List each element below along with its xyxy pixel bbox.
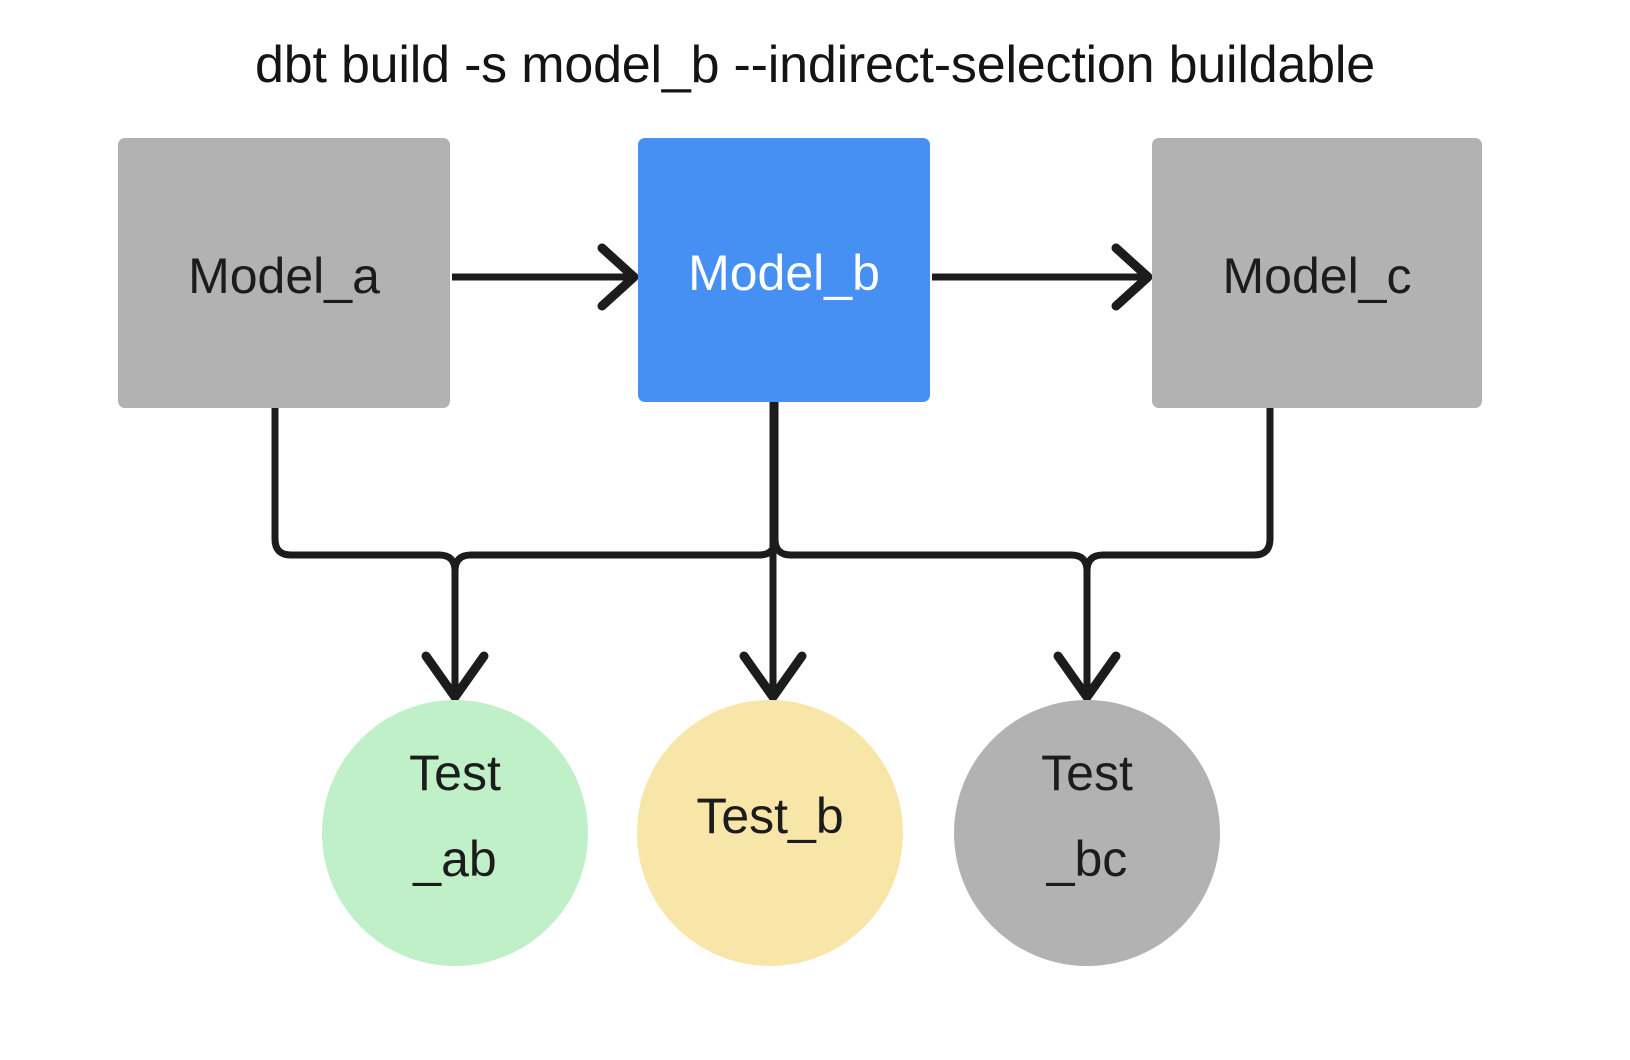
node-test-bc-label-line1: Test xyxy=(1041,745,1133,801)
arrowhead-to-test-ab xyxy=(421,651,489,702)
model-nodes-layer: Model_a Model_b Model_c xyxy=(118,138,1482,408)
node-test-ab-shape[interactable] xyxy=(322,700,588,966)
edge-model-a-to-test-ab xyxy=(271,408,459,692)
arrowhead-b-to-c xyxy=(1111,243,1153,311)
node-model-b[interactable]: Model_b xyxy=(638,138,930,402)
arrowhead-a-to-b xyxy=(597,243,639,311)
edge-model-c-to-test-bc xyxy=(1083,408,1274,692)
node-model-b-shape[interactable] xyxy=(638,138,930,402)
node-test-bc[interactable]: Test _bc xyxy=(954,700,1220,966)
node-model-c-shape[interactable] xyxy=(1152,138,1482,408)
node-model-c[interactable]: Model_c xyxy=(1152,138,1482,408)
node-test-ab-label-line2: _ab xyxy=(412,831,496,887)
node-test-b[interactable]: Test_b xyxy=(637,700,903,966)
node-model-b-label: Model_b xyxy=(688,245,880,301)
node-test-bc-label-line2: _bc xyxy=(1046,831,1128,887)
edges-layer xyxy=(271,273,1274,692)
node-model-a[interactable]: Model_a xyxy=(118,138,450,408)
node-model-a-label: Model_a xyxy=(188,248,380,304)
node-model-a-shape[interactable] xyxy=(118,138,450,408)
node-test-ab[interactable]: Test _ab xyxy=(322,700,588,966)
node-test-b-shape[interactable] xyxy=(637,700,903,966)
arrowheads-layer xyxy=(421,243,1153,702)
edge-model-b-to-test-bc xyxy=(771,402,1091,692)
diagram-title: dbt build -s model_b --indirect-selectio… xyxy=(255,36,1375,94)
arrowhead-to-test-bc xyxy=(1053,651,1121,702)
test-nodes-layer: Test _ab Test_b Test _bc xyxy=(322,700,1220,966)
node-test-ab-label-line1: Test xyxy=(409,745,501,801)
arrowhead-to-test-b xyxy=(739,651,807,702)
node-model-c-label: Model_c xyxy=(1223,248,1412,304)
node-test-b-label-line1: Test_b xyxy=(696,788,843,844)
edge-model-b-to-test-ab xyxy=(451,402,779,692)
node-test-bc-shape[interactable] xyxy=(954,700,1220,966)
